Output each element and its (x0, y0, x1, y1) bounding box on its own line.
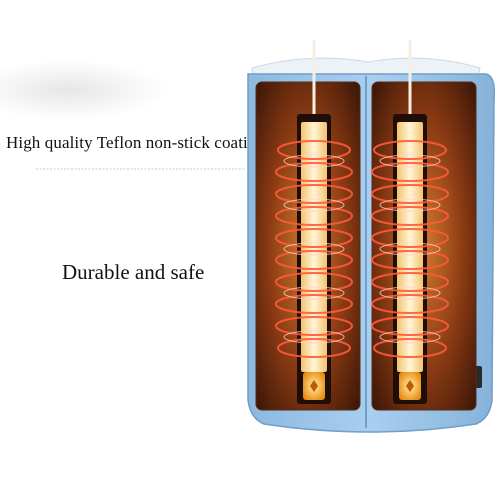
flame-icon (310, 380, 318, 392)
background-haze (0, 60, 170, 120)
subline-text: Durable and safe (62, 260, 205, 284)
tiny-caption-placeholder (36, 168, 246, 170)
flame-icon (406, 380, 414, 392)
headline-text: High quality Teflon non-stick coating (6, 133, 266, 152)
steamer-product-illustration (247, 40, 496, 433)
left-chamber (255, 40, 361, 411)
right-chamber (371, 40, 477, 411)
